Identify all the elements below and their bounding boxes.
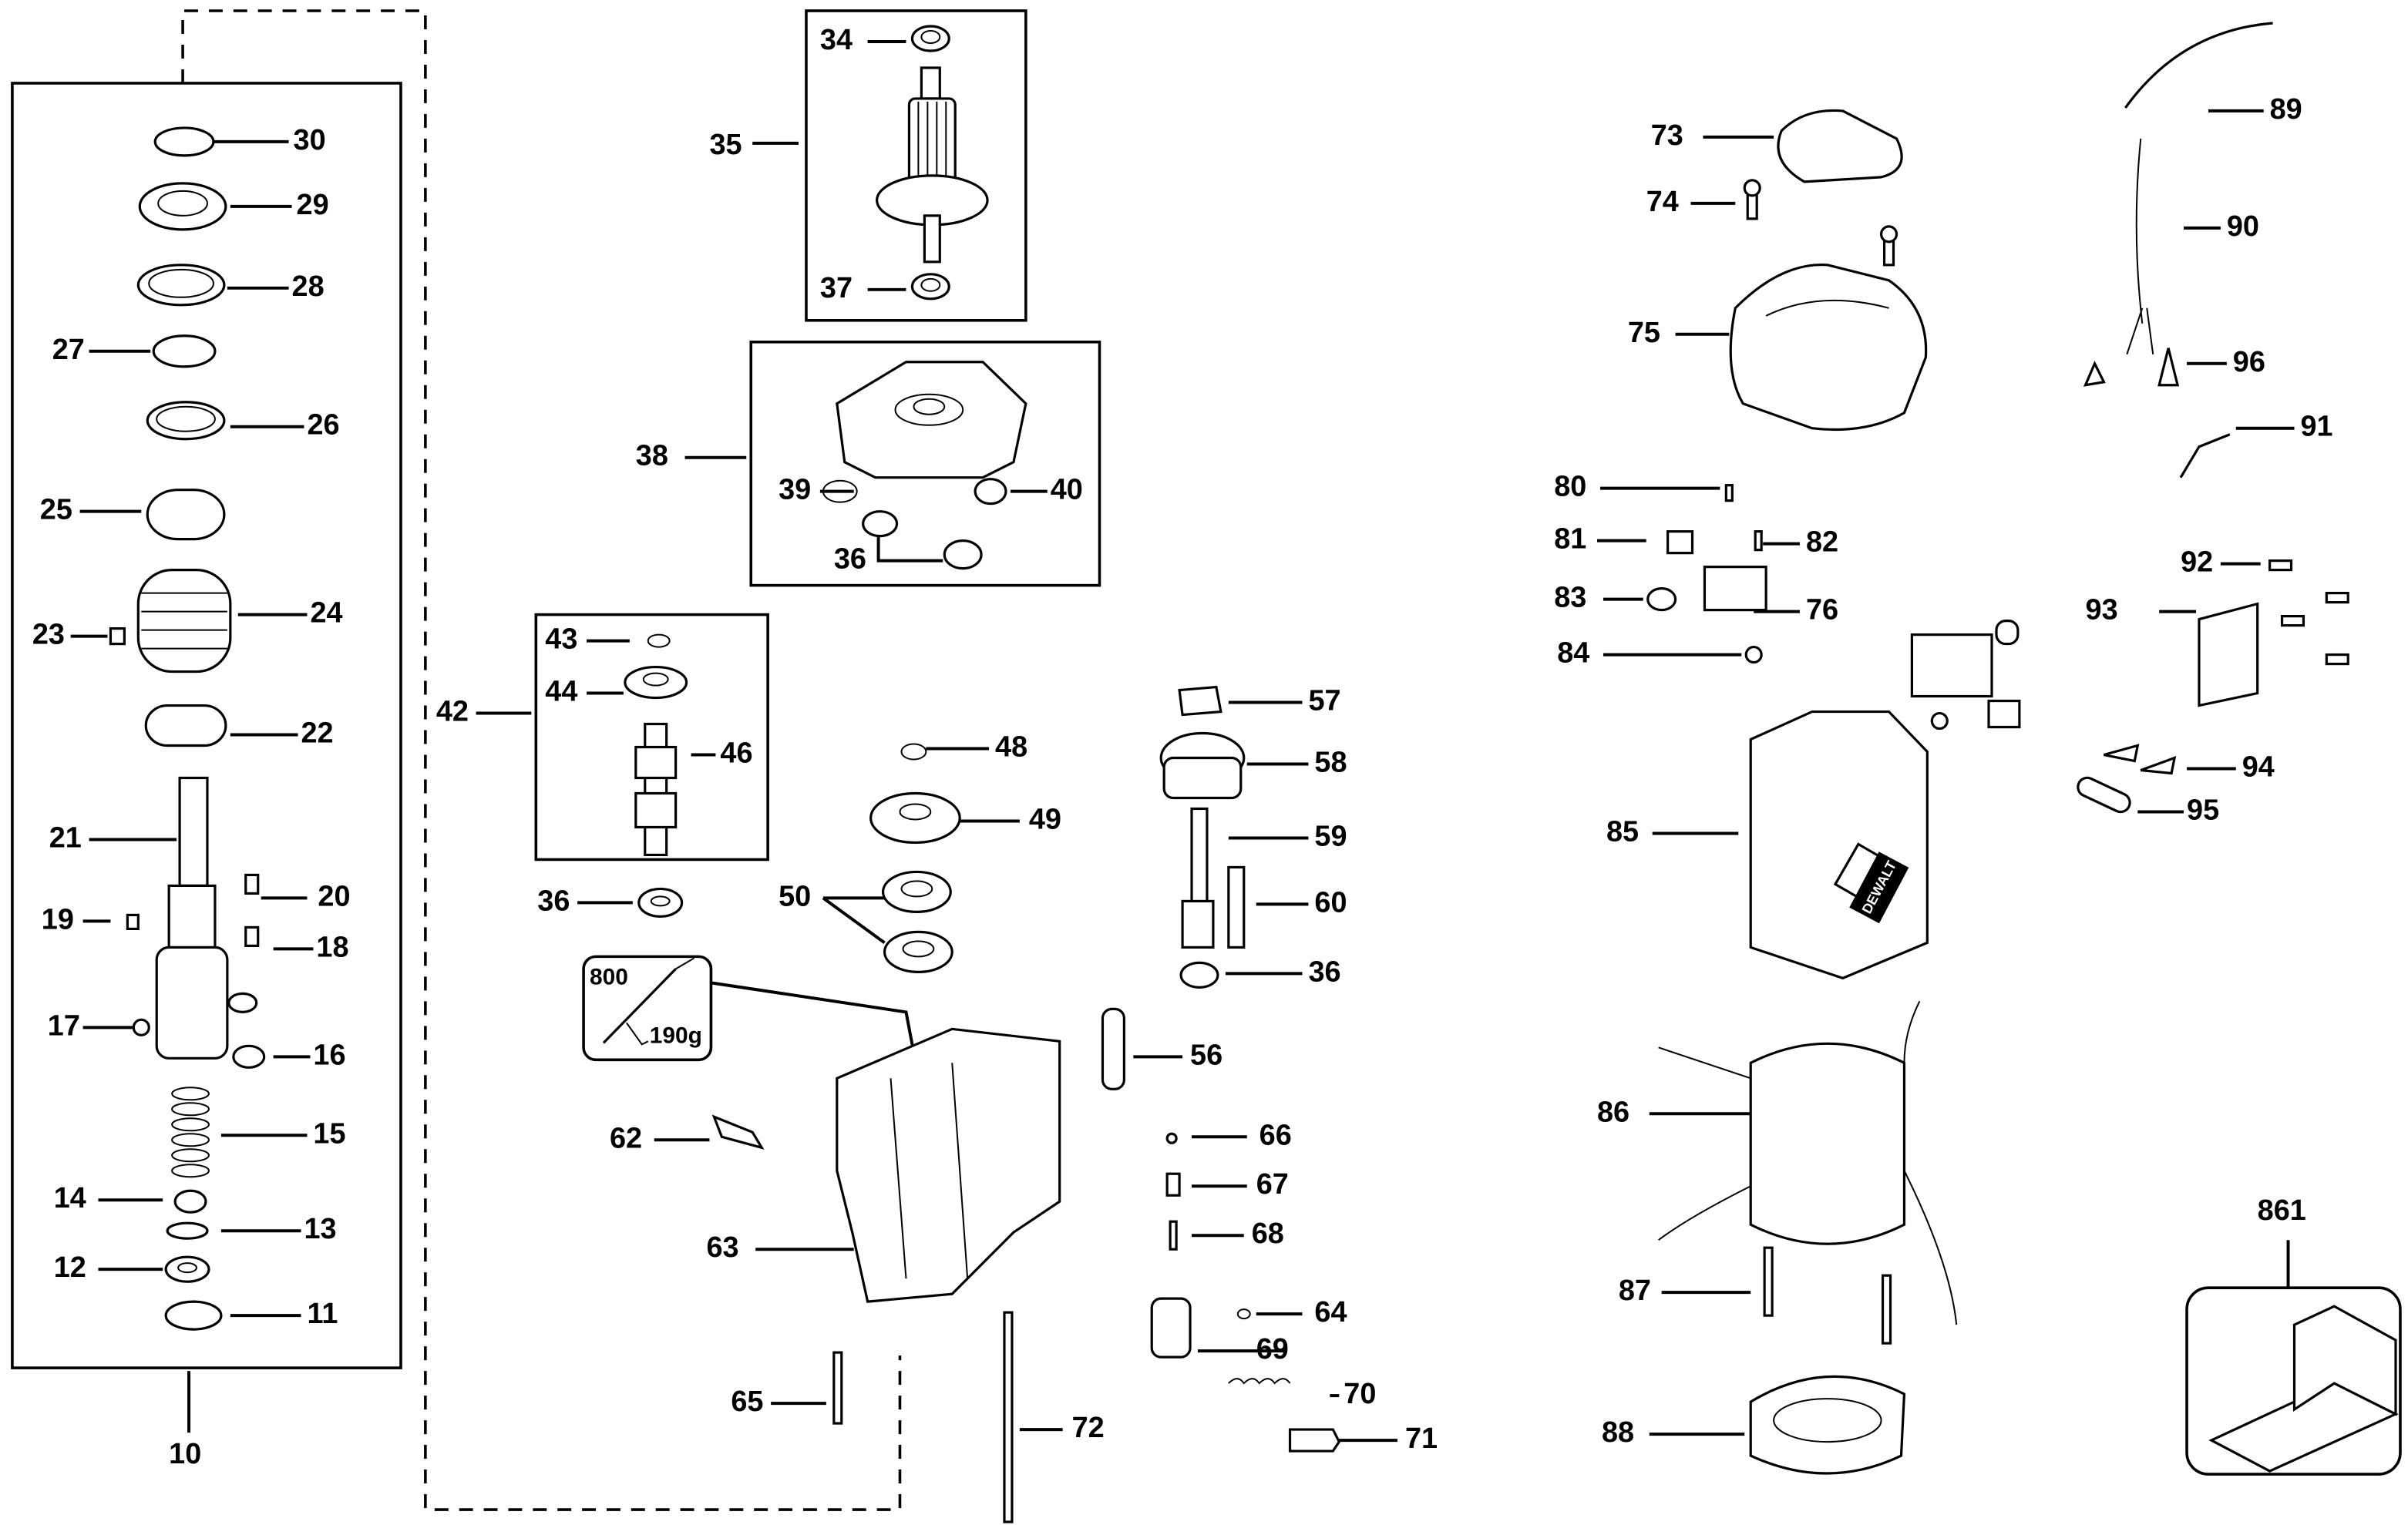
part-label-36-clutch[interactable]: 36 — [1308, 956, 1341, 989]
bearing-plate-frame — [749, 340, 1101, 587]
part-label-44[interactable]: 44 — [545, 676, 578, 709]
part-label-92[interactable]: 92 — [2181, 546, 2214, 579]
part-label-30[interactable]: 30 — [293, 124, 326, 157]
part-label-42[interactable]: 42 — [436, 696, 469, 729]
part-label-71[interactable]: 71 — [1404, 1423, 1438, 1456]
grease-amount: 190g — [649, 1023, 702, 1050]
part-label-10[interactable]: 10 — [169, 1439, 202, 1472]
part-label-70[interactable]: 70 — [1344, 1379, 1377, 1412]
spindle-assembly-frame — [11, 82, 402, 1369]
part-label-69[interactable]: 69 — [1256, 1334, 1289, 1367]
part-label-59[interactable]: 59 — [1314, 821, 1347, 854]
part-label-43[interactable]: 43 — [545, 623, 578, 657]
part-label-62[interactable]: 62 — [609, 1123, 643, 1156]
part-label-58[interactable]: 58 — [1314, 747, 1347, 780]
part-label-22[interactable]: 22 — [301, 717, 334, 751]
part-label-57[interactable]: 57 — [1308, 685, 1341, 718]
part-label-14[interactable]: 14 — [53, 1183, 86, 1216]
part-label-29[interactable]: 29 — [296, 189, 329, 222]
part-label-56[interactable]: 56 — [1190, 1040, 1223, 1073]
motor-internal-art — [624, 25, 1341, 1523]
part-label-96[interactable]: 96 — [2232, 346, 2265, 379]
grease-code: 800 — [590, 964, 628, 991]
part-label-60[interactable]: 60 — [1314, 887, 1347, 920]
part-label-87[interactable]: 87 — [1618, 1275, 1652, 1308]
grease-callout-frame — [582, 955, 713, 1062]
part-label-25[interactable]: 25 — [39, 494, 72, 527]
part-label-24[interactable]: 24 — [310, 597, 343, 630]
part-label-34[interactable]: 34 — [819, 24, 853, 57]
part-label-67[interactable]: 67 — [1256, 1169, 1289, 1202]
part-label-49[interactable]: 49 — [1028, 804, 1061, 837]
part-label-85[interactable]: 85 — [1606, 816, 1640, 849]
part-label-50[interactable]: 50 — [779, 881, 812, 914]
part-label-80[interactable]: 80 — [1554, 471, 1587, 504]
part-label-83[interactable]: 83 — [1554, 582, 1587, 615]
part-label-19[interactable]: 19 — [41, 904, 74, 937]
assembly-dashed-boundary — [181, 9, 902, 1511]
part-label-13[interactable]: 13 — [304, 1214, 337, 1247]
part-label-72[interactable]: 72 — [1071, 1412, 1105, 1446]
part-label-86[interactable]: 86 — [1596, 1097, 1630, 1130]
part-label-11[interactable]: 11 — [307, 1298, 338, 1332]
part-label-68[interactable]: 68 — [1251, 1218, 1284, 1251]
motor-housing-art — [1646, 22, 2349, 1475]
part-label-12[interactable]: 12 — [53, 1252, 86, 1285]
part-label-63[interactable]: 63 — [706, 1232, 739, 1265]
part-label-36-plate[interactable]: 36 — [833, 543, 866, 576]
part-label-91[interactable]: 91 — [2300, 411, 2333, 444]
part-label-15[interactable]: 15 — [313, 1118, 346, 1151]
part-label-73[interactable]: 73 — [1650, 119, 1683, 153]
part-label-38[interactable]: 38 — [635, 440, 668, 473]
part-label-89[interactable]: 89 — [2269, 93, 2302, 126]
part-label-26[interactable]: 26 — [307, 409, 340, 442]
part-label-16[interactable]: 16 — [313, 1040, 346, 1073]
part-label-74[interactable]: 74 — [1646, 186, 1679, 219]
part-label-18[interactable]: 18 — [316, 932, 349, 965]
leader-lines — [70, 39, 2295, 1443]
grease-gun-icon — [602, 957, 695, 1046]
spindle-parts-art — [109, 126, 266, 1331]
part-label-75[interactable]: 75 — [1627, 317, 1660, 350]
part-label-84[interactable]: 84 — [1557, 637, 1590, 670]
part-label-93[interactable]: 93 — [2085, 594, 2118, 627]
kit-box-frame — [2185, 1286, 2402, 1476]
armature-frame — [805, 9, 1027, 322]
kit-box-art — [2208, 1305, 2399, 1473]
part-label-28[interactable]: 28 — [291, 270, 325, 304]
part-label-46[interactable]: 46 — [720, 737, 753, 771]
part-label-20[interactable]: 20 — [318, 881, 351, 914]
part-label-35[interactable]: 35 — [709, 129, 742, 162]
part-label-94[interactable]: 94 — [2242, 751, 2275, 784]
part-label-82[interactable]: 82 — [1805, 526, 1839, 559]
part-label-23[interactable]: 23 — [32, 619, 65, 652]
part-label-90[interactable]: 90 — [2226, 210, 2259, 244]
shaft-assembly-frame — [534, 613, 769, 862]
part-label-36-shaft[interactable]: 36 — [537, 885, 570, 919]
part-label-17[interactable]: 17 — [47, 1010, 80, 1043]
part-label-37[interactable]: 37 — [819, 272, 853, 305]
part-label-48[interactable]: 48 — [995, 731, 1028, 764]
part-label-95[interactable]: 95 — [2187, 794, 2220, 828]
part-label-76[interactable]: 76 — [1805, 594, 1839, 627]
part-label-66[interactable]: 66 — [1259, 1120, 1292, 1153]
part-label-40[interactable]: 40 — [1050, 474, 1083, 507]
part-label-88[interactable]: 88 — [1601, 1417, 1635, 1450]
part-label-21[interactable]: 21 — [49, 822, 82, 855]
part-label-64[interactable]: 64 — [1314, 1297, 1347, 1330]
part-label-81[interactable]: 81 — [1554, 523, 1587, 556]
part-label-27[interactable]: 27 — [52, 334, 85, 367]
part-label-65[interactable]: 65 — [731, 1386, 764, 1419]
part-label-861[interactable]: 861 — [2257, 1195, 2306, 1228]
part-label-39[interactable]: 39 — [779, 474, 812, 507]
